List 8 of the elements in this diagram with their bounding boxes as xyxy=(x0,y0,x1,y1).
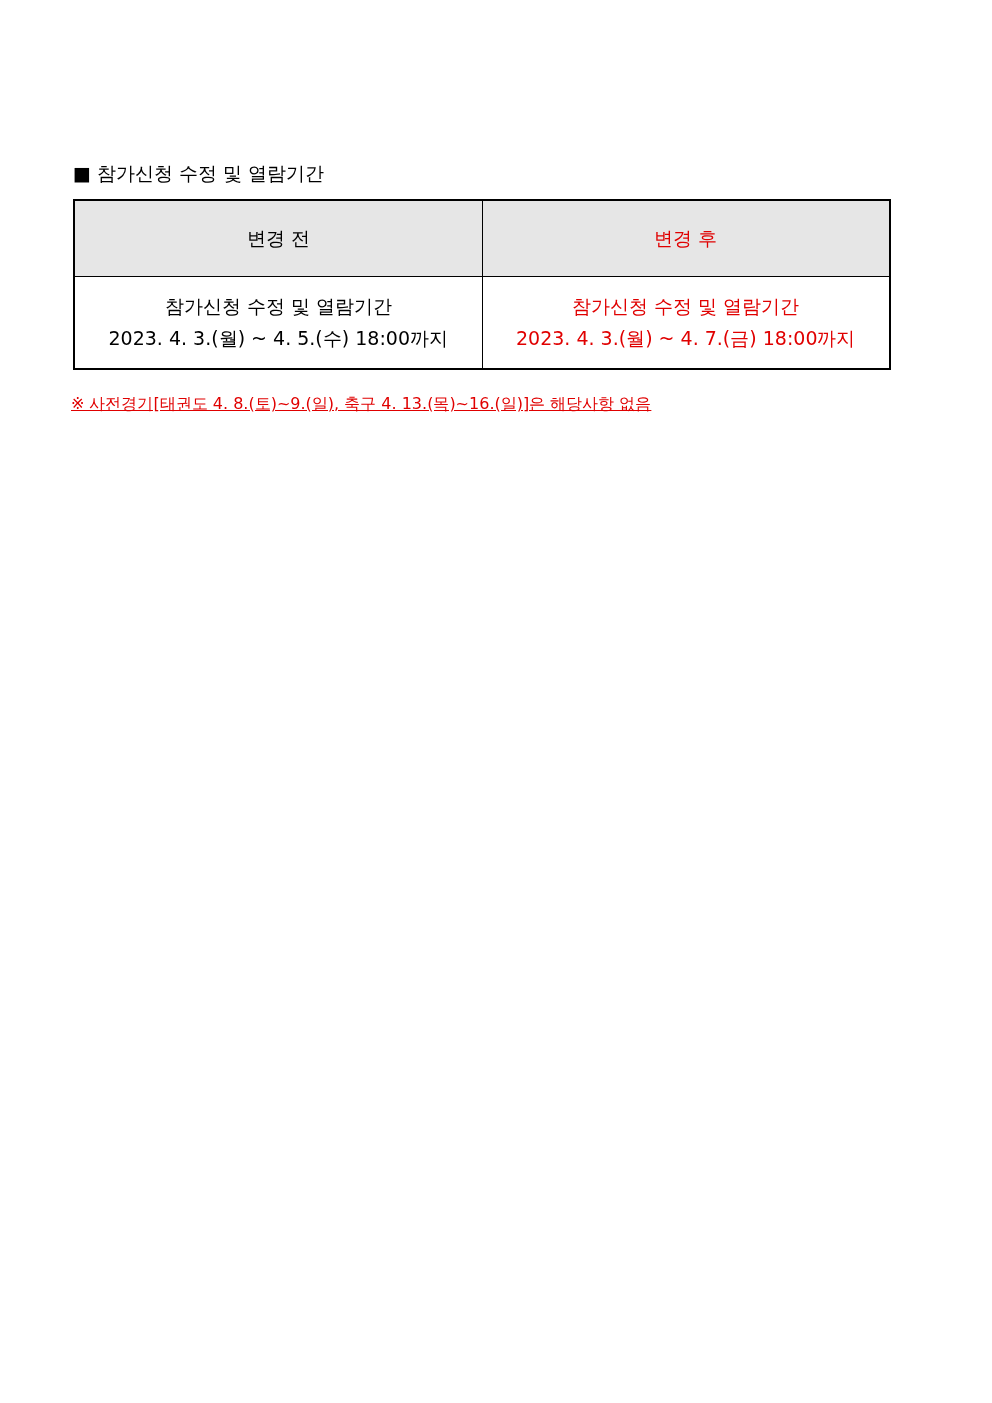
section-heading: ■ 참가신청 수정 및 열람기간 xyxy=(73,161,325,186)
table-cell-text: 2023. 4. 3.(월) ~ 4. 5.(수) 18:00까지 xyxy=(107,326,449,352)
table-cell-text: 참가신청 수정 및 열람기간 xyxy=(571,294,801,320)
table-cell-text: 참가신청 수정 및 열람기간 xyxy=(163,294,393,320)
table-cell-text: 변경 후 xyxy=(653,226,719,252)
table-cell-text: 변경 전 xyxy=(245,226,311,252)
table-cell-text: 2023. 4. 3.(월) ~ 4. 7.(금) 18:00까지 xyxy=(515,326,857,352)
footnote: ※ 사전경기[태권도 4. 8.(토)~9.(일), 축구 4. 13.(목)~16.(일)]은 해당사항 없음 xyxy=(71,394,652,415)
